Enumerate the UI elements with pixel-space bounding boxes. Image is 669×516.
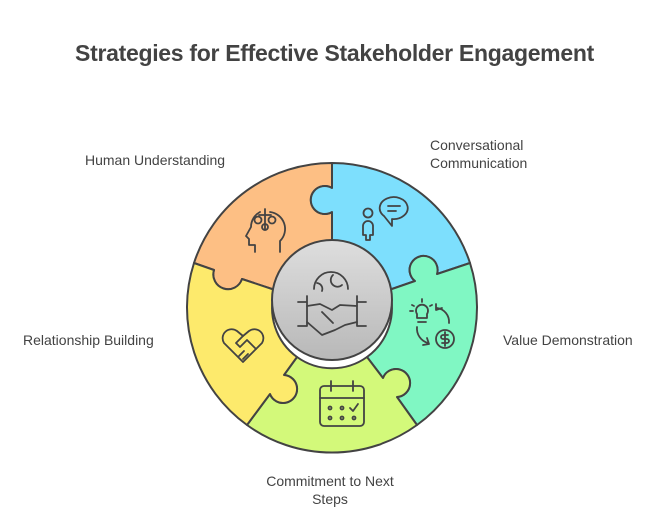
label-relationship-building: Relationship Building bbox=[23, 332, 154, 348]
label-line-1: Commitment to Next bbox=[266, 473, 394, 489]
label-commitment-next-steps: Commitment to Next Steps bbox=[250, 472, 410, 508]
label-value-demonstration: Value Demonstration bbox=[503, 332, 633, 348]
label-conversational-communication: Conversational Communication bbox=[430, 136, 527, 172]
calendar-check-icon bbox=[319, 380, 365, 427]
handshake-globe-icon bbox=[297, 271, 367, 336]
heart-handshake-icon bbox=[221, 328, 265, 363]
head-balance-icon bbox=[245, 208, 286, 253]
label-human-understanding: Human Understanding bbox=[85, 152, 226, 168]
label-line-1: Conversational bbox=[430, 137, 524, 153]
label-line-2: Steps bbox=[312, 491, 348, 507]
label-line-2: Communication bbox=[430, 155, 528, 171]
person-speech-bubble-icon bbox=[362, 196, 409, 241]
idea-to-money-cycle-icon bbox=[409, 298, 455, 349]
center-circle bbox=[271, 239, 393, 361]
page-title: Strategies for Effective Stakeholder Eng… bbox=[75, 40, 594, 66]
